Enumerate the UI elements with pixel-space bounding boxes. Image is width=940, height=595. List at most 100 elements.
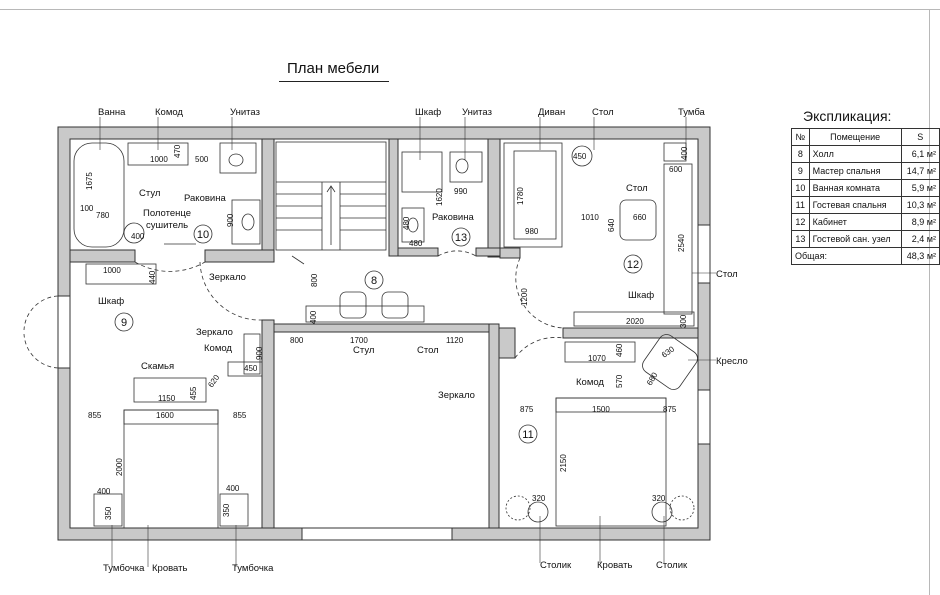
label-shkaf-wc: Шкаф	[415, 107, 441, 118]
label-krovat-master: Кровать	[152, 563, 187, 574]
wall-h-wc-bottom-2	[475, 247, 501, 257]
label-tumbochka-left: Тумбочка	[103, 563, 145, 574]
label-sushitel: сушитель	[146, 220, 188, 231]
dimension-label: 1620	[435, 188, 444, 206]
dimension-label: 480	[402, 216, 411, 230]
explication-row: 10 Ванная комната 5,9 м²	[791, 179, 940, 197]
dimension-label: 440	[148, 270, 157, 284]
label-skamya: Скамья	[141, 361, 174, 372]
label-stol-hall: Стол	[417, 345, 439, 356]
label-komod-hall: Комод	[204, 343, 232, 354]
floor-plan: 8 9 10 11 12 13 Ванна Комод Унитаз Шкаф …	[23, 107, 748, 574]
master-bench	[133, 377, 207, 403]
guest-bed	[555, 397, 667, 527]
door-wc	[437, 250, 477, 257]
bath-toilet	[219, 142, 257, 174]
explication-row-room: Гостевой сан. узел	[808, 230, 902, 248]
dimension-label: 1500	[592, 405, 610, 414]
door-bath	[134, 261, 206, 272]
hall-chair	[339, 291, 367, 319]
leader-lines	[99, 117, 716, 567]
dimension-label: 900	[226, 213, 235, 227]
office-chair	[619, 199, 657, 241]
coffee-table	[571, 145, 593, 167]
dimension-label: 600	[669, 165, 683, 174]
explication-row: 12 Кабинет 8,9 м²	[791, 213, 940, 231]
dimension-label: 875	[520, 405, 534, 414]
dimension-label: 1070	[588, 354, 606, 363]
stair-well	[275, 141, 387, 251]
wall-v-hall-guest	[488, 323, 500, 529]
guest-armchair	[642, 334, 698, 390]
dimension-label: 780	[96, 211, 110, 220]
explication-row-area: 8,9 м²	[900, 213, 940, 231]
dimension-label: 450	[244, 364, 258, 373]
stair-arrow-head	[326, 185, 336, 193]
label-unitaz-bath: Унитаз	[230, 107, 260, 118]
label-kreslo: Кресло	[716, 356, 748, 367]
room-10-number: 10	[197, 229, 209, 241]
explication-row-num: 11	[791, 196, 810, 214]
label-zerkalo-hall: Зеркало	[196, 327, 233, 338]
sofa	[503, 142, 563, 248]
master-bed	[123, 409, 219, 529]
label-stolik-right: Столик	[656, 560, 688, 571]
label-divan: Диван	[538, 107, 565, 118]
explication-total-row: Общая: 48,3 м²	[791, 247, 940, 265]
master-wardrobe	[85, 263, 157, 285]
explication-row-room: Кабинет	[808, 213, 902, 231]
dimension-label: 620	[206, 373, 221, 390]
explication-title: Экспликация:	[803, 108, 892, 124]
dimension-label: 1000	[103, 266, 121, 275]
office-wardrobe	[573, 311, 695, 327]
wall-h-office-bottom	[499, 247, 521, 259]
dimension-label: 1600	[156, 411, 174, 420]
label-komod-guest: Комод	[576, 377, 604, 388]
dimension-label: 450	[573, 152, 587, 161]
master-bed-head	[123, 409, 219, 425]
bath-stool	[123, 222, 145, 244]
wall-v-hall-wc	[388, 138, 399, 257]
label-shkaf-master: Шкаф	[98, 296, 124, 307]
dimension-label: 1120	[446, 336, 464, 345]
explication-row-area: 5,9 м²	[900, 179, 940, 197]
explication-header-area: S	[900, 128, 940, 146]
explication-row-area: 2,4 м²	[900, 230, 940, 248]
dimension-label: 455	[189, 386, 198, 400]
guest-side-table-right	[651, 501, 673, 523]
dimension-label: 640	[607, 218, 616, 232]
dimension-label: 630	[660, 344, 677, 359]
room-11-marker	[518, 424, 538, 444]
wc-cabinet	[401, 151, 443, 193]
dimension-label: 2000	[115, 458, 124, 476]
bath-sink	[231, 199, 261, 245]
label-zerkalo-master: Зеркало	[209, 272, 246, 283]
wall-v-master-hall	[261, 319, 275, 529]
office-desk	[663, 163, 693, 315]
dimension-label: 350	[222, 503, 231, 517]
wall-v-wc-office	[487, 138, 501, 258]
room-12-number: 12	[627, 259, 639, 271]
label-polotence: Полотенце	[143, 208, 191, 219]
explication-row-room: Холл	[808, 145, 902, 163]
wc-sink-bowl	[407, 217, 419, 233]
guest-plant-right	[669, 495, 695, 521]
dimension-label: 470	[173, 144, 182, 158]
room-12-marker	[623, 254, 643, 274]
explication-row: 13 Гостевой сан. узел 2,4 м²	[791, 230, 940, 248]
bath-toilet-bowl	[228, 153, 244, 167]
dimension-label: 1000	[150, 155, 168, 164]
wall-h-wc-bottom	[397, 247, 439, 257]
window-right-guest	[697, 389, 711, 445]
explication-total-label: Общая:	[791, 247, 902, 265]
wall-v-guest-left	[498, 327, 516, 359]
label-stul-hall: Стул	[353, 345, 374, 356]
explication-row-num: 10	[791, 179, 810, 197]
label-rakovina-bath: Раковина	[184, 193, 226, 204]
wc-toilet	[449, 151, 483, 183]
sheet-frame-right	[929, 9, 930, 595]
dimension-label: 2150	[559, 454, 568, 472]
explication-row-num: 12	[791, 213, 810, 231]
dimension-label: 855	[88, 411, 102, 420]
explication-row-area: 6,1 м²	[900, 145, 940, 163]
